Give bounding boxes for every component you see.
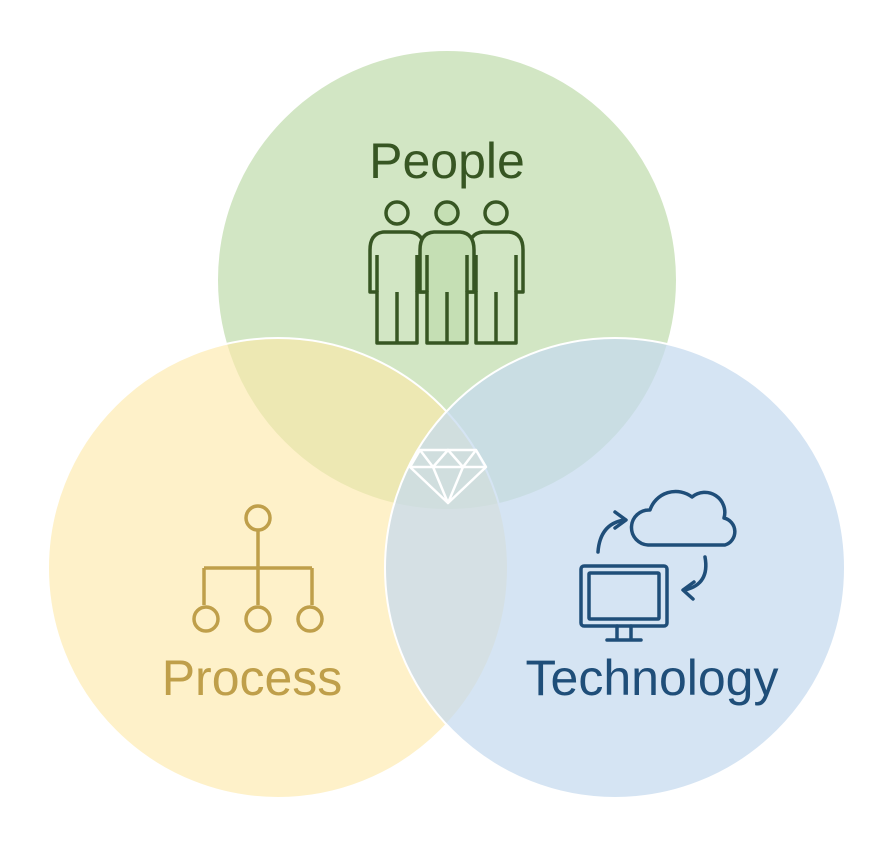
people-label: People bbox=[369, 133, 525, 189]
process-label: Process bbox=[162, 650, 343, 706]
diamond-icon bbox=[408, 448, 488, 505]
cloud-computer-icon bbox=[579, 489, 737, 642]
org-chart-icon bbox=[192, 504, 324, 633]
people-icon bbox=[368, 200, 525, 345]
technology-circle bbox=[384, 337, 846, 799]
technology-label: Technology bbox=[526, 650, 779, 706]
